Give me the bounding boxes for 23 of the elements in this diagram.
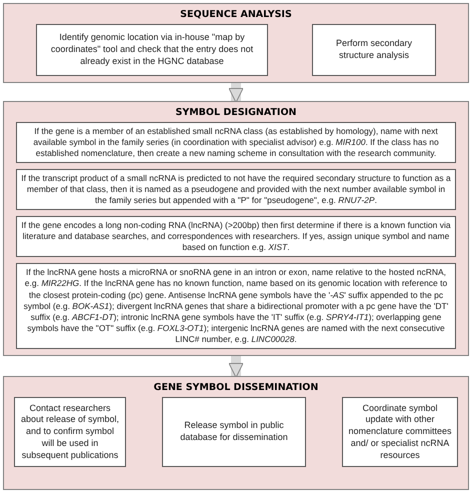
stage-heading: SYMBOL DESIGNATION bbox=[175, 107, 296, 118]
stage-heading: SEQUENCE ANALYSIS bbox=[180, 9, 292, 20]
step-box bbox=[36, 24, 268, 76]
step-text: If the transcript product of a small ncRNA is predicted to not have the required secondary structure to function as a member of that class, then it is named as a pseudogene and provided with the next number available symbol in the family series but appended with a "P" for "pseudogene", e.g. RNU7-2P. bbox=[21, 173, 451, 206]
step-text: If the gene is a member of an established small ncRNA class (as established by homology), name with next available symbol in the family series (in coordination with specialist advisor) e.g. MIR100. If the class has no established nomenclature, then create a new naming scheme in consultation with the research community. bbox=[32, 126, 440, 160]
step-box bbox=[14, 397, 126, 467]
step-text: Release symbol in public database for dissemination bbox=[179, 420, 289, 444]
stage-panel bbox=[3, 101, 469, 356]
stage-panel bbox=[3, 3, 469, 83]
step-text: Perform secondary structure analysis bbox=[334, 38, 414, 62]
step-text: Coordinate symbol update with other nomenclature committees and/ or specialist ncRNA resources bbox=[348, 402, 452, 462]
step-text: Contact researchers about release of symbol, and to confirm symbol will be used in subsequent publications bbox=[20, 402, 120, 462]
stage-heading: GENE SYMBOL DISSEMINATION bbox=[154, 382, 318, 393]
step-box bbox=[342, 397, 458, 467]
step-box bbox=[162, 397, 306, 467]
step-box bbox=[312, 24, 436, 76]
stage-panel bbox=[3, 376, 469, 490]
step-text: If the gene encodes a long non-coding RNA (lncRNA) (>200bp) then first determine if there is a known function via literature and database searches, and correspondences with researchers. If yes, assign unique symbol and name based on function e.g. XIST. bbox=[21, 220, 451, 254]
block-arrow bbox=[228, 83, 244, 103]
step-text: If the lncRNA gene hosts a microRNA or snoRNA gene in an intron or exon, name relative to the hosted ncRNA, e.g. MIR22HG. If the lncRNA gene has no known function, name based on its genomic location with reference to the closest protein-coding (pc) gene. Antisense lncRNA gene symbols have the '-AS' suffix appended to the pc symbol (e.g. BOK-AS1); divergent lncRNA genes that share a bidirectional promoter with a pc gene have the 'DT' suffix (e.g. ABCF1-DT); intronic lncRNA gene symbols have the 'IT' suffix (e.g. SPRY4-IT1); overlapping gene symbols have the "OT" suffix (e.g. FOXL3-OT1); intergenic lncRNA genes are named with the next consecutive LINC# number, e.g. LINC00028. bbox=[22, 267, 450, 345]
step-text: Identify genomic location via in-house "map by coordinates" tool and check that the entry does not already exist in the HGNC database bbox=[50, 32, 254, 68]
step-box bbox=[16, 122, 456, 164]
block-arrow bbox=[228, 356, 244, 378]
